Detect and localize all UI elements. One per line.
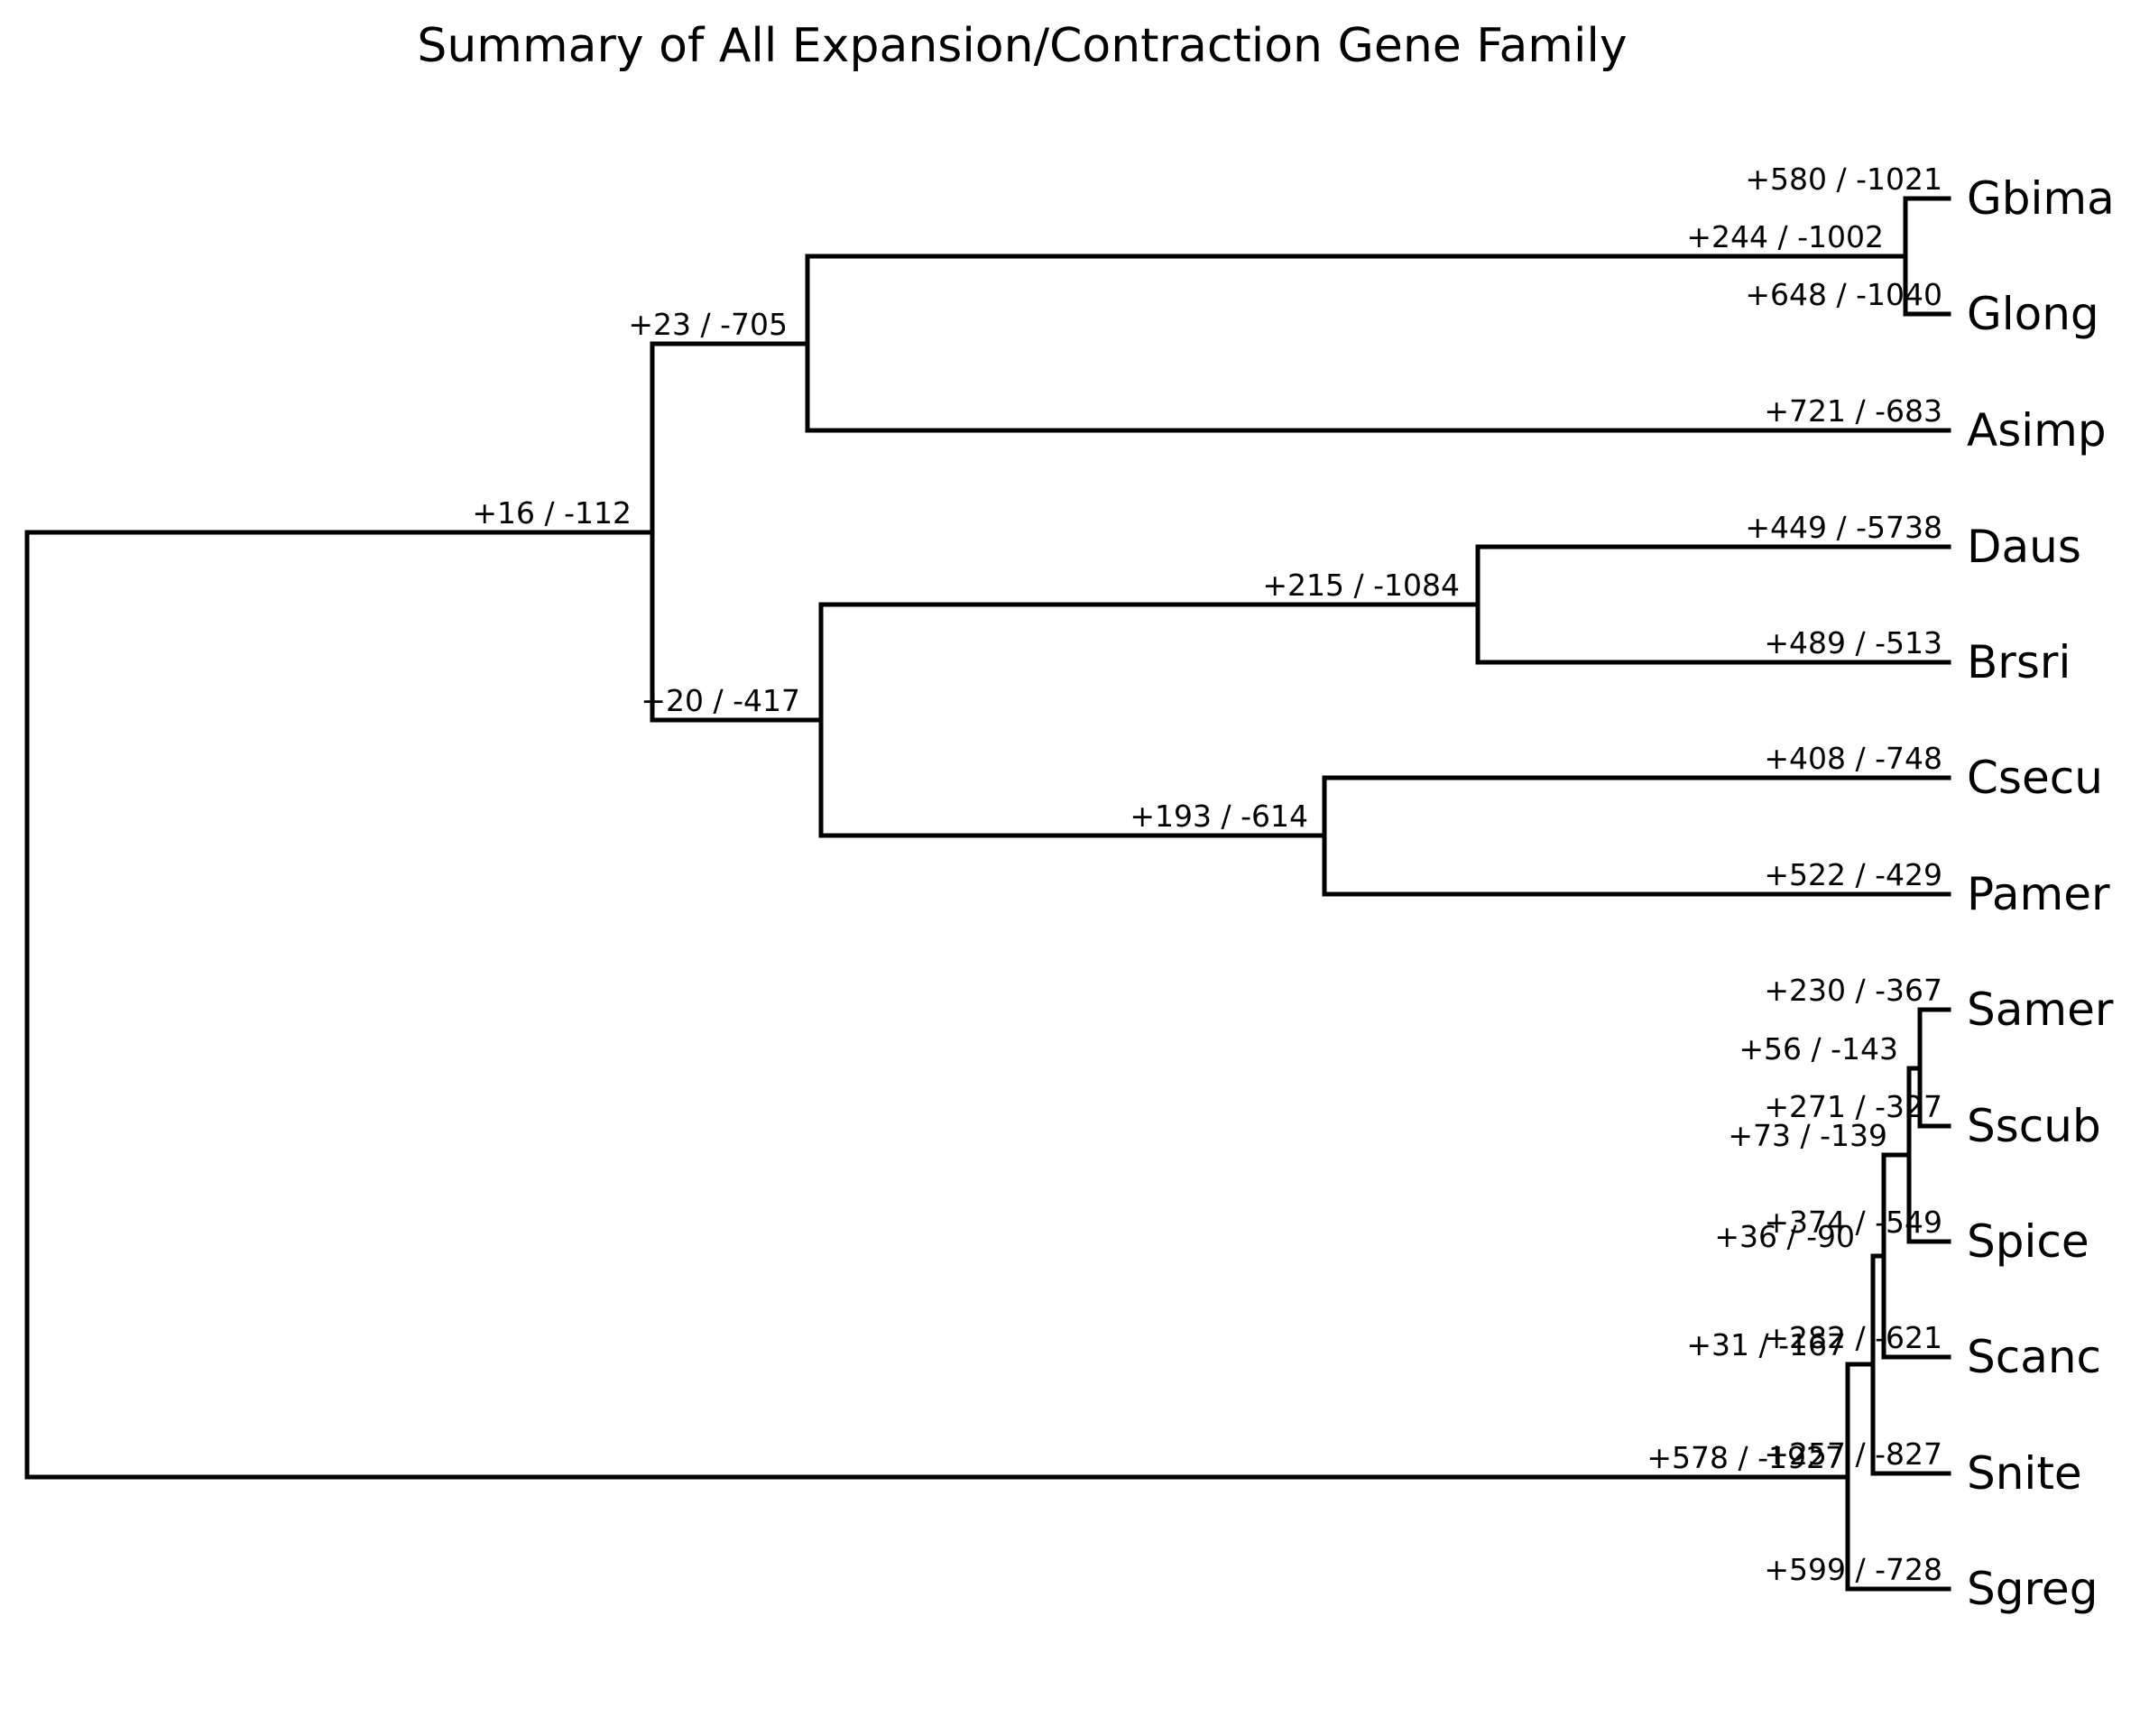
internal-branch-label: +16 / -112 — [472, 495, 632, 531]
tip-branch-label: +282 / -621 — [1764, 1320, 1942, 1355]
internal-branch-label: +244 / -1002 — [1686, 219, 1884, 254]
internal-branch-label: +73 / -139 — [1728, 1118, 1887, 1153]
internal-branch-label: +31 / -167 — [1686, 1327, 1846, 1362]
internal-branch-label: +20 / -417 — [641, 683, 800, 718]
tip-branch-label: +271 / -327 — [1764, 1089, 1942, 1124]
tip-branch-label: +489 / -513 — [1764, 625, 1942, 660]
species-name-label: Glong — [1967, 288, 2099, 340]
tip-branch-label: +721 / -683 — [1764, 393, 1942, 429]
internal-branch-label: +193 / -614 — [1130, 799, 1308, 834]
internal-branch-label: +578 / -1927 — [1647, 1440, 1844, 1475]
species-name-label: Csecu — [1967, 752, 2103, 804]
tip-branch-label: +374 / -549 — [1764, 1205, 1942, 1240]
internal-branch-label: +56 / -143 — [1739, 1031, 1898, 1067]
tip-branch-label: +522 / -429 — [1764, 857, 1942, 892]
internal-branch-label: +36 / -90 — [1714, 1219, 1855, 1254]
internal-branch-label: +23 / -705 — [628, 307, 788, 342]
species-name-label: Scanc — [1967, 1331, 2101, 1383]
chart-title: Summary of All Expansion/Contraction Gen… — [417, 19, 1627, 73]
tip-branch-label: +449 / -5738 — [1745, 510, 1942, 545]
species-name-label: Sscub — [1967, 1100, 2101, 1152]
species-name-label: Gbima — [1967, 172, 2115, 225]
tip-branch-label: +230 / -367 — [1764, 973, 1942, 1008]
species-name-label: Asimp — [1967, 404, 2107, 457]
tip-branch-label: +599 / -728 — [1764, 1552, 1942, 1587]
tree-layer: +16 / -112 +23 / -705 +244 / -1002 +20 / -4… — [24, 162, 2115, 1615]
species-name-label: Samer — [1967, 983, 2114, 1036]
tip-branch-label: +408 / -748 — [1764, 741, 1942, 776]
species-name-label: Daus — [1967, 521, 2081, 573]
species-name-label: Spice — [1967, 1215, 2089, 1268]
tip-branch-label: +580 / -1021 — [1745, 162, 1942, 197]
species-name-label: Snite — [1967, 1447, 2082, 1500]
tip-branch-label: +648 / -1040 — [1745, 277, 1942, 312]
species-name-label: Brsri — [1967, 636, 2071, 688]
tip-branch-label: +257 / -827 — [1764, 1436, 1942, 1472]
species-name-label: Pamer — [1967, 868, 2110, 920]
species-name-label: Sgreg — [1967, 1563, 2098, 1615]
internal-branch-label: +215 / -1084 — [1262, 568, 1460, 603]
